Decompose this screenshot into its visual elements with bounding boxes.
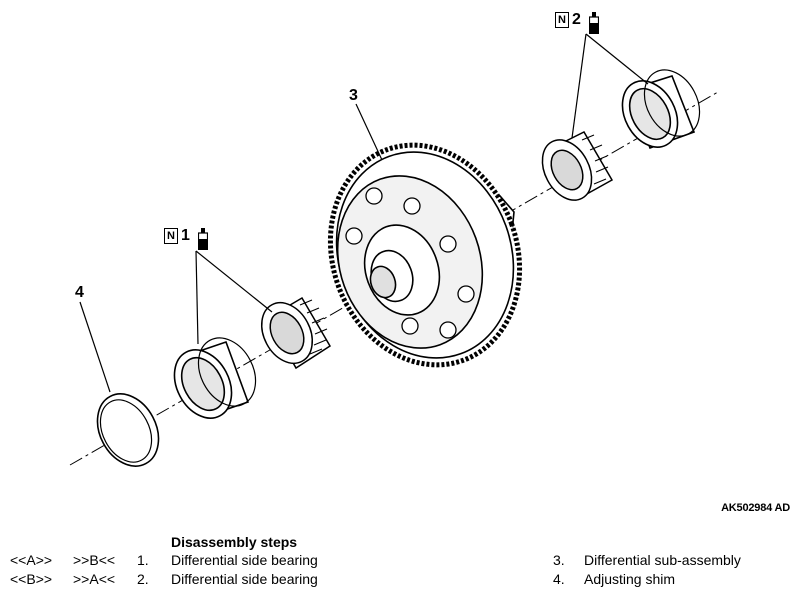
- step-1-label: Differential side bearing: [171, 552, 318, 568]
- step-2-number: 2.: [137, 571, 149, 587]
- left-bearing-outer-race-drawing: [173, 337, 257, 419]
- leader-lines: [79, 33, 649, 393]
- callout-3: 3: [349, 88, 358, 104]
- steps-title: Disassembly steps: [171, 534, 298, 550]
- callout-4: 4: [75, 285, 84, 301]
- adjusting-shim-drawing: [96, 393, 160, 467]
- figure-id: AK502984 AD: [721, 502, 790, 514]
- step-4-number: 4.: [553, 571, 565, 587]
- non-reusable-mark-2: N: [555, 12, 569, 28]
- callout-2-number: 2: [572, 11, 581, 28]
- step-2-code-a: <<B>>: [10, 571, 53, 587]
- step-4-label: Adjusting shim: [584, 571, 676, 587]
- callout-4-number: 4: [75, 284, 84, 301]
- step-1-number: 1.: [137, 552, 149, 568]
- grease-bottle-icon: [198, 228, 209, 250]
- step-2-code-b: >>A<<: [73, 571, 116, 587]
- step-3-number: 3.: [553, 552, 565, 568]
- callout-1-number: 1: [181, 227, 190, 244]
- right-bearing-outer-race-drawing: [621, 69, 701, 150]
- step-2-label: Differential side bearing: [171, 571, 318, 587]
- grease-bottle-icon: [589, 12, 600, 34]
- left-bearing-cone-drawing: [260, 296, 332, 370]
- callout-3-number: 3: [349, 87, 358, 104]
- step-1-code-a: <<A>>: [10, 552, 53, 568]
- differential-assembly-drawing: [327, 142, 523, 368]
- step-1-code-b: >>B<<: [73, 552, 116, 568]
- step-3-label: Differential sub-assembly: [584, 552, 741, 568]
- exploded-view-illustration: [69, 33, 719, 467]
- right-bearing-cone-drawing: [541, 131, 614, 202]
- non-reusable-mark-1: N: [164, 228, 178, 244]
